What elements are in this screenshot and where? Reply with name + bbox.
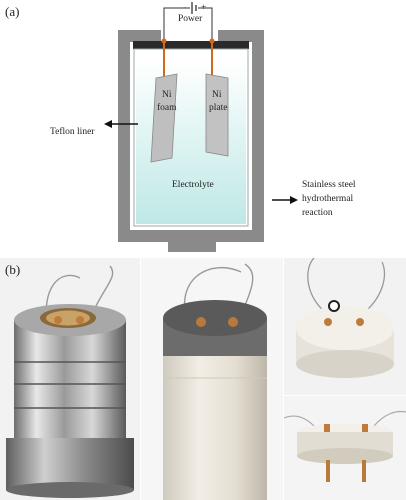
electrolyte-label: Electrolyte [172, 180, 214, 190]
steel-reactor-image [6, 265, 134, 498]
side-wire-left [284, 415, 315, 427]
ni-foam-label-line2: foam [157, 103, 177, 113]
panel-b-label: (b) [5, 262, 21, 277]
reactor-body [14, 320, 126, 438]
steel-vessel [118, 30, 264, 252]
lid-terminal-left [324, 318, 332, 326]
liner-top-face [163, 300, 267, 336]
side-wire-right [373, 410, 406, 427]
steel-label-line3: reaction [302, 208, 333, 218]
side-pin-left [326, 460, 330, 482]
power-minus: - [183, 3, 187, 13]
photo-lid-top [284, 258, 406, 395]
ni-foam-electrode [150, 73, 178, 163]
lid-top-image [296, 258, 394, 378]
lid-top-face [296, 306, 394, 350]
liner-terminal-left [196, 317, 206, 327]
ni-plate-electrode [205, 73, 229, 157]
vessel-top-right [218, 30, 263, 42]
power-label: Power [178, 14, 203, 24]
arrows [104, 120, 298, 204]
lid-wire-left [307, 258, 331, 317]
reactor-base-nut [6, 438, 134, 490]
wire-left-contact [161, 38, 167, 44]
side-terminal-top-right [362, 424, 368, 432]
ni-plate-label-line2: plate [209, 103, 228, 113]
lid-right-cap [229, 41, 249, 49]
reactor-terminal-left [54, 316, 62, 324]
electrode-wires [163, 39, 213, 80]
photo-lid-side [284, 396, 406, 500]
liner-terminal-right [228, 317, 238, 327]
side-terminal-top-left [324, 424, 330, 432]
panel-a-label: (a) [5, 4, 20, 19]
lid-side-image [284, 410, 406, 482]
photo-ptfe-liner [141, 258, 283, 500]
vessel-wall-right [252, 30, 264, 242]
side-lid-bottom [297, 448, 393, 464]
reactor-base-bottom [6, 482, 134, 498]
side-pin-right [362, 460, 366, 482]
steel-label-line1: Stainless steel [302, 180, 356, 190]
vessel-foot [168, 242, 216, 252]
autoclave-schematic [104, 2, 298, 252]
vessel-wall-left [118, 30, 130, 242]
photo-steel-reactor [0, 258, 140, 500]
ptfe-liner-image [163, 263, 267, 500]
wire-right-contact [209, 38, 215, 44]
ni-plate-label-line1: Ni [212, 90, 222, 100]
lid-bottom-edge [296, 350, 394, 378]
teflon-lid [155, 41, 229, 49]
vessel-bottom [118, 230, 264, 242]
steel-label-line2: hydrothermal [302, 194, 354, 204]
lid-terminal-right [356, 318, 364, 326]
lid-left-cap [133, 41, 155, 49]
power-plus: + [201, 3, 207, 13]
steel-arrow-head [290, 196, 298, 204]
lid-label-sticker [328, 300, 340, 312]
panel-b: (b) [0, 258, 406, 500]
panel-a: (a) [5, 2, 356, 252]
circuit-wire-left [163, 7, 190, 39]
ni-foam-label-line1: Ni [162, 90, 172, 100]
teflon-liner-label: Teflon liner [50, 127, 95, 137]
teflon-arrow-head [104, 120, 112, 128]
circuit-wire-right [198, 7, 213, 39]
reactor-grooves [14, 361, 126, 409]
power-circuit [163, 2, 213, 39]
reactor-terminal-right [76, 316, 84, 324]
